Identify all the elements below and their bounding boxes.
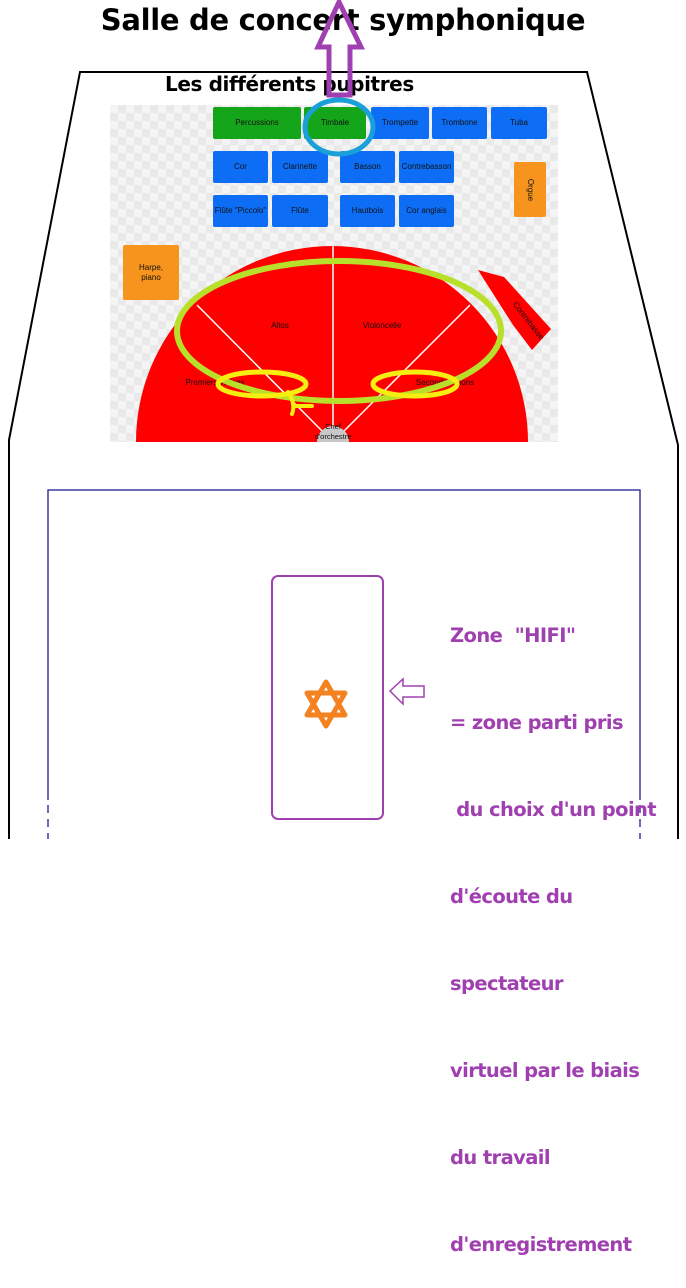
listening-room-border xyxy=(47,489,641,800)
label-altos: Altos xyxy=(271,321,289,330)
desk-cor-anglais: Cor anglais xyxy=(399,195,454,227)
timbale-highlight-circle xyxy=(302,97,376,157)
label-violoncelle: Violoncelle xyxy=(362,321,402,330)
section-subtitle: Les différents pupitres xyxy=(165,72,414,96)
desk-harpe-piano: Harpe, piano xyxy=(123,245,179,300)
hifi-line: virtuel par le biais xyxy=(450,1059,640,1082)
listening-point-star-icon xyxy=(304,679,348,729)
left-arrow-icon xyxy=(388,677,425,706)
highlight-overlays xyxy=(174,0,504,416)
hifi-line: d'écoute du xyxy=(450,885,573,908)
desk-timbale: Timbale xyxy=(304,107,366,139)
strings-highlight-ellipse xyxy=(174,258,504,404)
desk-hautbois: Hautbois xyxy=(340,195,395,227)
desk-orgue: Orgue xyxy=(514,162,546,217)
desk-trombone: Trombone xyxy=(432,107,487,139)
hifi-line: du travail xyxy=(450,1146,551,1169)
label-chef-orchestre: Chef d'orchestre xyxy=(314,422,352,441)
conductor-podium xyxy=(317,426,349,442)
label-premiers-violons: Premiers violons xyxy=(185,378,245,387)
hifi-zone-description: Zone "HIFI" = zone parti pris du choix d… xyxy=(450,563,686,1288)
desk-trompette: Trompette xyxy=(371,107,429,139)
desk-basson: Basson xyxy=(340,151,395,183)
hifi-line: = zone parti pris xyxy=(450,711,624,734)
up-arrow-icon xyxy=(314,0,366,98)
hifi-line: d'enregistrement xyxy=(450,1233,632,1256)
desk-tuba: Tuba xyxy=(491,107,547,139)
desk-percussions: Percussions xyxy=(213,107,301,139)
contrebasse-segment xyxy=(478,270,551,350)
hifi-line: du choix d'un point xyxy=(450,798,657,821)
seconds-violons-highlight xyxy=(370,369,460,399)
desk-contrebasson: Contrebasson xyxy=(399,151,454,183)
desk-cor: Cor xyxy=(213,151,268,183)
hall-outline xyxy=(8,71,679,839)
desk-clarinette: Clarinette xyxy=(272,151,328,183)
desk-flute: Flûte xyxy=(272,195,328,227)
hifi-zone-box xyxy=(271,575,384,820)
hifi-line: spectateur xyxy=(450,972,563,995)
premiers-violons-highlight xyxy=(215,369,309,399)
desk-flute-piccolo: Flûte "Piccolo" xyxy=(213,195,268,227)
hifi-line: Zone "HIFI" xyxy=(450,624,576,647)
